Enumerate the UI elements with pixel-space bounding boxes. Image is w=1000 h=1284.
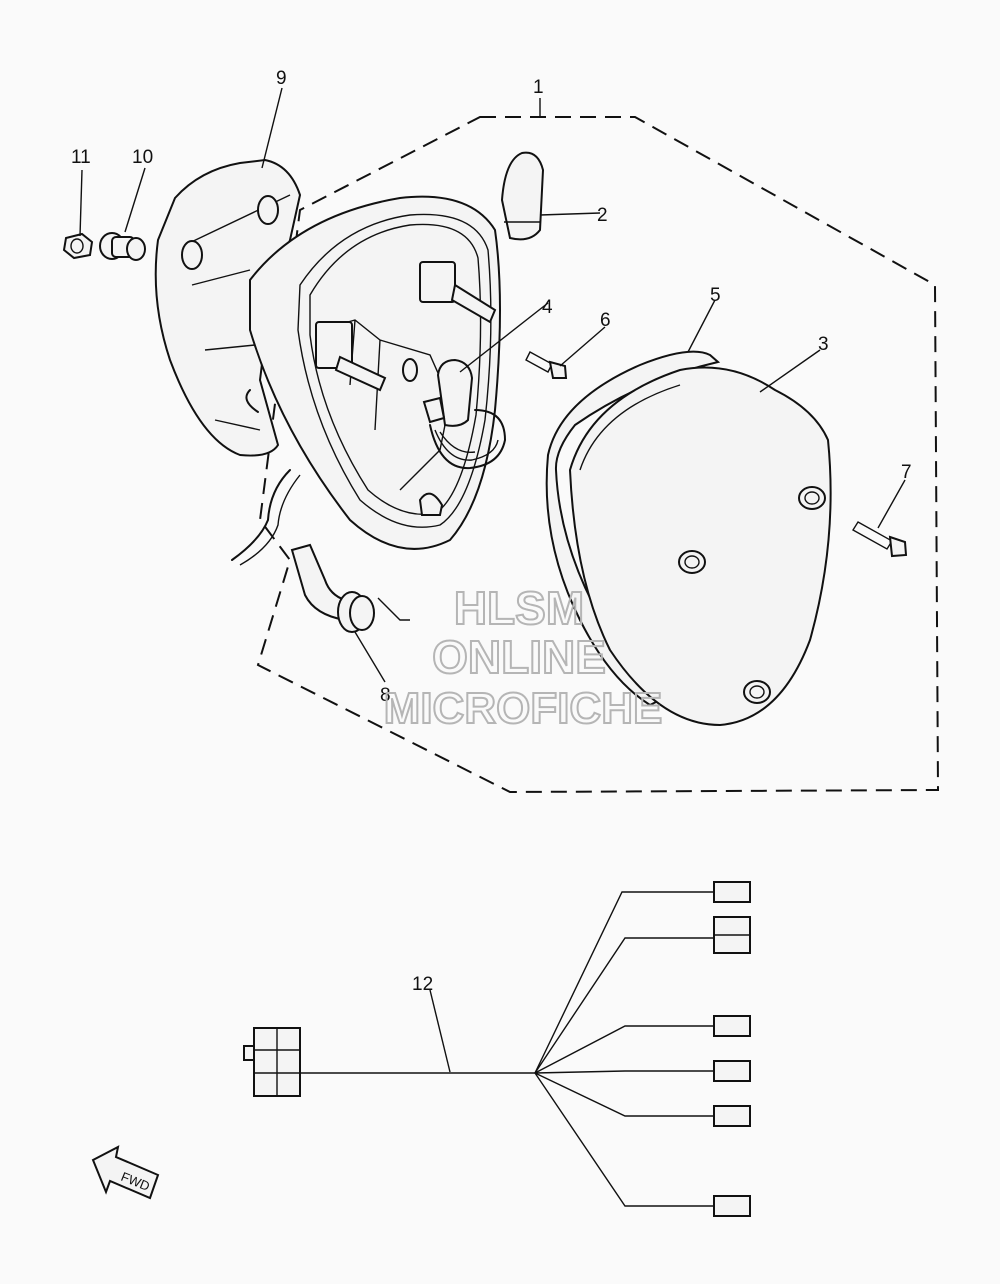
socket [422,358,506,470]
watermark-line-1: HLSM [454,582,584,634]
watermark-line-2: ONLINE [432,631,606,683]
forward-arrow-icon: FWD [91,1145,160,1200]
callout-9: 9 [276,68,287,89]
callout-2: 2 [597,205,608,226]
callout-3: 3 [818,334,829,355]
nut [62,232,94,260]
watermark: HLSM ONLINE MICROFICHE [383,581,664,734]
callout-6: 6 [600,310,611,331]
callout-1: 1 [533,77,544,98]
grommet [99,232,146,261]
callout-4: 4 [542,297,553,318]
callout-11: 11 [71,147,91,168]
taillight-housing [231,195,501,566]
lens-gasket [545,350,721,707]
watermark-line-3: MICROFICHE [384,684,663,733]
long-screw [852,521,908,558]
bulb [500,151,545,241]
callout-numbers: 1 2 3 4 5 6 7 8 9 10 11 12 [71,68,912,995]
leader-lines [79,87,906,1073]
callout-10: 10 [132,147,153,168]
callout-8: 8 [380,685,391,706]
callout-12: 12 [412,974,433,995]
base-bracket [154,158,302,457]
callout-7: 7 [901,462,912,483]
callout-5: 5 [710,285,721,306]
short-screw [525,351,568,379]
wire-grommet [290,543,410,633]
lens [568,366,832,727]
wire-harness [243,881,751,1217]
